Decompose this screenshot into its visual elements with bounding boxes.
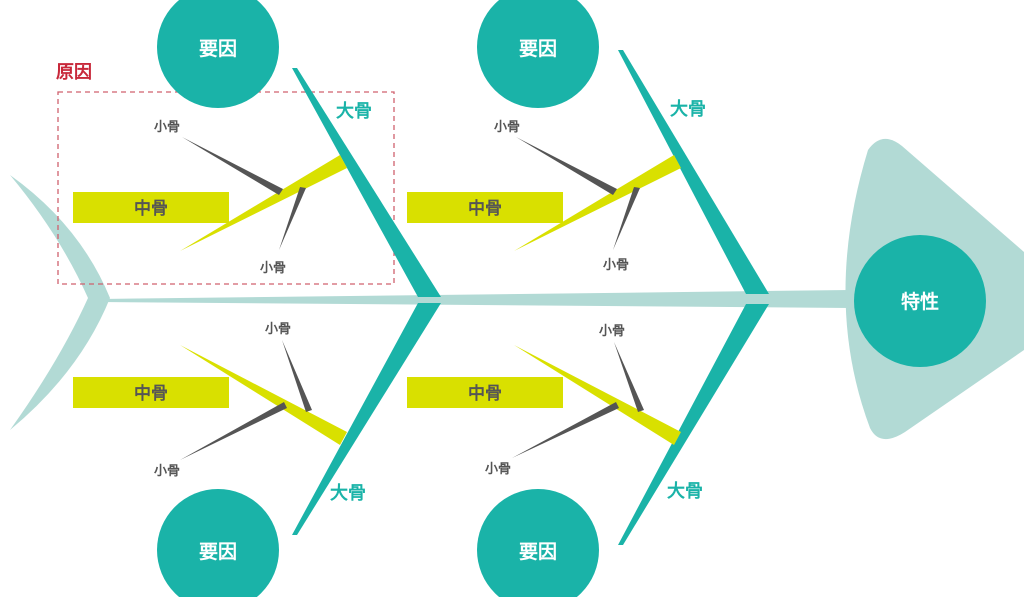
small-bone: [516, 137, 617, 195]
small-bone: [512, 402, 619, 458]
small-bone: [282, 340, 312, 412]
small-bone-label: 小骨: [494, 120, 520, 135]
small-bone: [182, 137, 283, 195]
factor-circle: [477, 0, 599, 108]
effect-label: 特性: [901, 290, 939, 313]
fish-tail: [10, 175, 110, 430]
middle-bone-box: [407, 192, 563, 223]
effect-circle: [854, 235, 986, 367]
middle-bone-box: [407, 377, 563, 408]
small-bone: [180, 402, 287, 460]
small-bone-label: 小骨: [154, 120, 180, 135]
factor-label: 要因: [199, 38, 237, 60]
middle-bone-label: 中骨: [134, 198, 168, 219]
major-bone: [618, 304, 769, 545]
factor-label: 要因: [519, 541, 557, 563]
middle-bone: [514, 155, 681, 251]
major-bone-label: 大骨: [670, 98, 706, 120]
major-bone-label: 大骨: [336, 100, 372, 122]
small-bone: [279, 187, 306, 250]
small-bone-label: 小骨: [485, 462, 511, 477]
small-bone-label: 小骨: [260, 261, 286, 276]
middle-bone: [514, 345, 681, 445]
factor-label: 要因: [519, 38, 557, 60]
cause-group-box: [57, 91, 395, 285]
major-bone-label: 大骨: [330, 482, 366, 504]
factor-circle: [157, 0, 279, 108]
spine: [100, 290, 850, 308]
middle-bone-label: 中骨: [468, 383, 502, 404]
cause-group-label: 原因: [56, 62, 92, 83]
factor-label: 要因: [199, 541, 237, 563]
middle-bone-box: [73, 192, 229, 223]
major-bone: [618, 50, 769, 294]
major-bone-label: 大骨: [667, 480, 703, 502]
small-bone-label: 小骨: [265, 322, 291, 337]
small-bone-label: 小骨: [154, 464, 180, 479]
major-bone: [292, 68, 441, 297]
small-bone: [614, 342, 644, 412]
small-bone-label: 小骨: [599, 324, 625, 339]
middle-bone: [180, 345, 347, 445]
middle-bone-label: 中骨: [468, 198, 502, 219]
middle-bone-label: 中骨: [134, 383, 168, 404]
factor-circle: [157, 489, 279, 597]
factor-circle: [477, 489, 599, 597]
major-bone: [292, 303, 441, 535]
small-bone: [613, 187, 640, 250]
middle-bone-box: [73, 377, 229, 408]
middle-bone: [180, 155, 347, 251]
small-bone-label: 小骨: [603, 258, 629, 273]
